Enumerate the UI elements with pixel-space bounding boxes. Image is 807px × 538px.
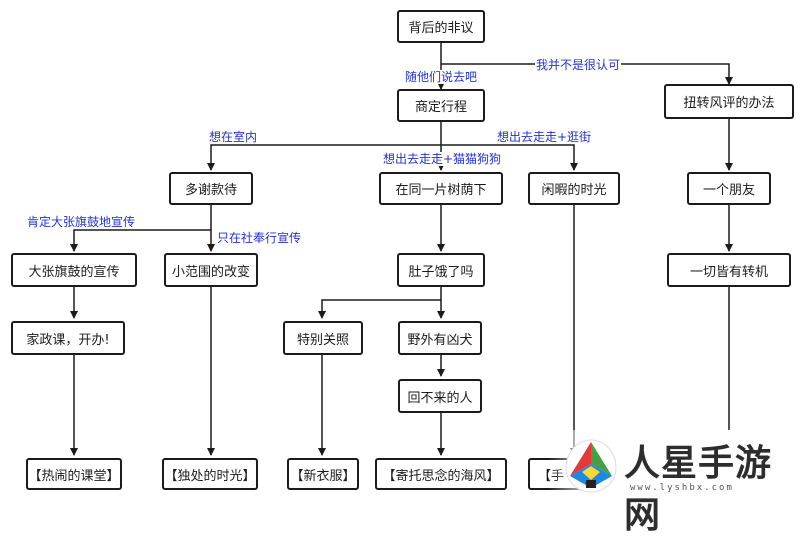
node-turnaround: 扭转风评的办法: [664, 84, 794, 119]
node-wild-dog: 野外有凶犬: [398, 321, 482, 355]
label-go-out-cat-dog: 想出去走走+猫猫狗狗: [382, 152, 503, 166]
node-hungry: 肚子饿了吗: [397, 253, 485, 287]
node-leisure: 闲暇的时光: [528, 172, 620, 205]
watermark-logo-icon: [565, 439, 617, 493]
edge-hosp-promote: [70, 205, 212, 252]
node-home-ec: 家政课，开办!: [11, 321, 125, 355]
watermark: 人星手游网 www.lyshbx.com: [548, 430, 807, 536]
node-no-return: 回不来的人: [398, 379, 482, 413]
label-indoor: 想在室内: [208, 130, 259, 144]
node-tree-shade: 在同一片树荫下: [379, 172, 503, 205]
node-end-class: 【热闹的课堂】: [26, 458, 122, 490]
node-plan: 商定行程: [397, 89, 485, 122]
label-let-them: 随他们说去吧: [404, 70, 479, 84]
label-go-out-stroll: 想出去走走+逛街: [496, 130, 593, 144]
edge-hungry-care: [318, 287, 442, 319]
edge-plan-leisure: [441, 144, 578, 171]
node-special-care: 特别关照: [283, 321, 363, 355]
node-end-clothes: 【新衣服】: [287, 458, 359, 490]
node-small-change: 小范围的改变: [164, 253, 258, 287]
label-promote-club: 只在社奉行宣传: [216, 231, 303, 245]
label-disagree: 我并不是很认可: [535, 58, 622, 72]
watermark-url: www.lyshbx.com: [630, 483, 734, 493]
node-turning-point: 一切皆有转机: [667, 253, 791, 287]
label-promote-loud: 肯定大张旗鼓地宣传: [26, 215, 137, 229]
node-end-sea: 【寄托思念的海风】: [375, 458, 507, 490]
node-end-alone: 【独处的时光】: [162, 458, 258, 490]
node-root: 背后的非议: [397, 10, 485, 43]
node-friend: 一个朋友: [687, 172, 771, 205]
edge-plan-hospitality: [207, 121, 442, 171]
node-promote-loud: 大张旗鼓的宣传: [11, 253, 137, 287]
node-hospitality: 多谢款待: [169, 172, 253, 205]
